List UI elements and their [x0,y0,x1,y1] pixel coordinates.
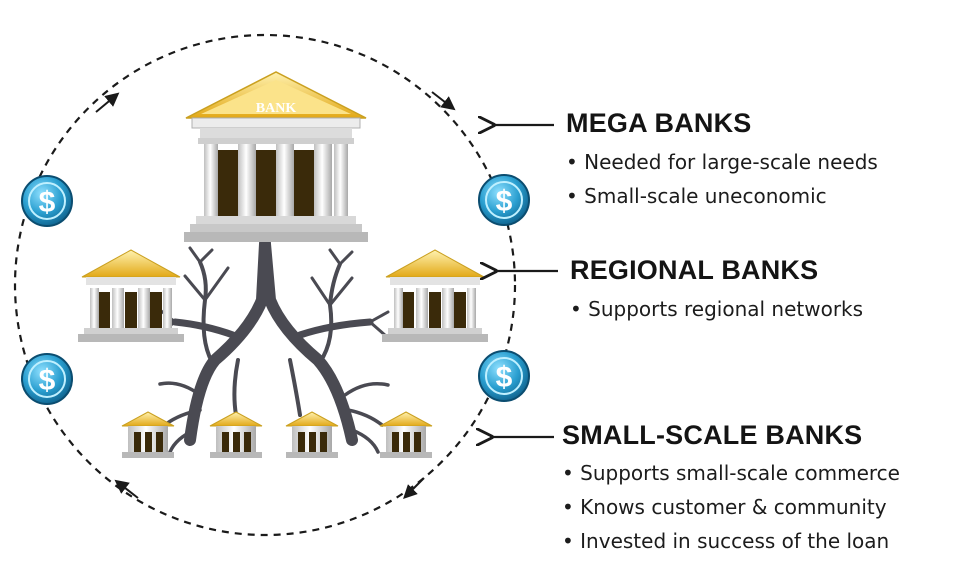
bullet-item: Supports small-scale commerce [562,456,900,490]
small-bank-1 [121,411,175,458]
dollar-coin-icon: $ [21,175,73,227]
dollar-coin-icon: $ [478,174,530,226]
regional-banks-title: REGIONAL BANKS [570,255,819,285]
circulation-arrow-bottom-right [403,477,425,499]
small-bank-2 [209,411,263,458]
bullet-item: Invested in success of the loan [562,524,900,558]
small-scale-banks-title: SMALL-SCALE BANKS [562,420,863,450]
mega-banks-title: MEGA BANKS [566,108,752,138]
bank-sign: BANK [256,101,297,116]
bullet-item: Knows customer & community [562,490,900,524]
circulation-circle [13,33,517,537]
small-scale-banks-bullets: Supports small-scale commerce Knows cust… [562,456,900,558]
bullet-item: Supports regional networks [570,292,863,326]
small-bank-4 [379,411,433,458]
coin-symbol: $ [496,185,513,218]
mega-bank-building: BANK [184,71,368,242]
regional-banks-bullets: Supports regional networks [570,292,863,326]
bullet-item: Needed for large-scale needs [566,145,878,179]
dollar-coin-icon: $ [478,350,530,402]
coin-symbol: $ [496,361,513,394]
regional-bank-right [382,249,488,342]
bullet-item: Small-scale uneconomic [566,179,878,213]
coin-symbol: $ [39,364,56,397]
circulation-arrow-top-right [431,91,456,111]
small-bank-3 [285,411,339,458]
circulation-arrow-bottom-left [114,479,139,499]
coin-symbol: $ [39,186,56,219]
branch-tree [156,238,390,454]
regional-bank-left [78,249,184,342]
circulation-arrow-top-left [95,92,120,113]
dollar-coin-icon: $ [21,353,73,405]
mega-banks-bullets: Needed for large-scale needs Small-scale… [566,145,878,213]
